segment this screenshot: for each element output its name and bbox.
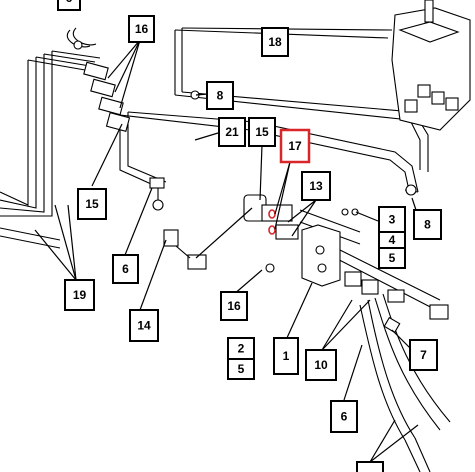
callout-16-mid[interactable]: 16 — [220, 291, 248, 321]
hose-connectors-top-left — [73, 40, 131, 133]
svg-text:16: 16 — [227, 299, 241, 313]
fitting-14 — [163, 229, 207, 270]
callout-18[interactable]: 18 — [261, 27, 289, 57]
svg-text:5: 5 — [238, 362, 245, 376]
svg-text:6: 6 — [341, 410, 348, 424]
svg-text:3: 3 — [389, 213, 396, 227]
svg-text:6: 6 — [122, 262, 129, 276]
o-ring-b — [268, 225, 276, 235]
leader-lines — [34, 39, 421, 463]
callout-16-top[interactable]: 16 — [128, 15, 155, 43]
callout-bottom-partial[interactable] — [356, 461, 384, 472]
svg-text:21: 21 — [225, 125, 239, 139]
callout-1[interactable]: 1 — [273, 337, 299, 375]
svg-text:8: 8 — [424, 218, 431, 232]
callout-19[interactable]: 19 — [64, 279, 95, 311]
svg-text:8: 8 — [217, 89, 224, 103]
callout-4[interactable]: 4 — [378, 231, 406, 249]
callout-6-left[interactable]: 6 — [112, 254, 139, 284]
callout-5-bottom[interactable]: 5 — [227, 358, 255, 380]
callout-8-right[interactable]: 8 — [413, 209, 442, 240]
callout-14[interactable]: 14 — [129, 309, 159, 342]
svg-text:17: 17 — [288, 139, 302, 153]
fittings-right — [190, 90, 449, 334]
callout-15-left[interactable]: 15 — [77, 188, 107, 220]
svg-text:15: 15 — [85, 197, 99, 211]
svg-text:2: 2 — [238, 342, 245, 356]
svg-text:6: 6 — [66, 0, 73, 5]
adapter-assembly — [243, 194, 299, 240]
svg-text:7: 7 — [420, 348, 427, 362]
svg-text:14: 14 — [137, 319, 151, 333]
callout-5-right[interactable]: 5 — [378, 247, 406, 269]
svg-text:15: 15 — [255, 125, 269, 139]
callout-8-top[interactable]: 8 — [206, 81, 234, 110]
svg-text:19: 19 — [73, 288, 87, 302]
callout-2[interactable]: 2 — [227, 337, 255, 360]
callout-10[interactable]: 10 — [305, 349, 337, 381]
svg-text:10: 10 — [314, 358, 328, 372]
callout-7[interactable]: 7 — [409, 339, 438, 371]
callout-17[interactable]: 17 — [279, 128, 311, 164]
fitting-6-left — [149, 177, 165, 211]
svg-text:13: 13 — [309, 179, 323, 193]
callout-13[interactable]: 13 — [301, 171, 331, 201]
manifold-block — [301, 224, 341, 287]
svg-text:4: 4 — [389, 233, 396, 247]
svg-text:5: 5 — [389, 251, 396, 265]
callout-21[interactable]: 21 — [218, 117, 246, 147]
callout-3[interactable]: 3 — [378, 206, 406, 233]
control-valve — [391, 0, 471, 131]
parts — [73, 0, 471, 334]
svg-text:1: 1 — [283, 349, 290, 363]
svg-text:18: 18 — [268, 35, 282, 49]
callouts: 6 16 18 8 21 15 17 13 — [57, 0, 442, 472]
callout-6-bottom[interactable]: 6 — [330, 400, 358, 433]
callout-top-left[interactable]: 6 — [57, 0, 81, 11]
svg-text:16: 16 — [135, 22, 149, 36]
callout-15-mid[interactable]: 15 — [248, 117, 276, 147]
